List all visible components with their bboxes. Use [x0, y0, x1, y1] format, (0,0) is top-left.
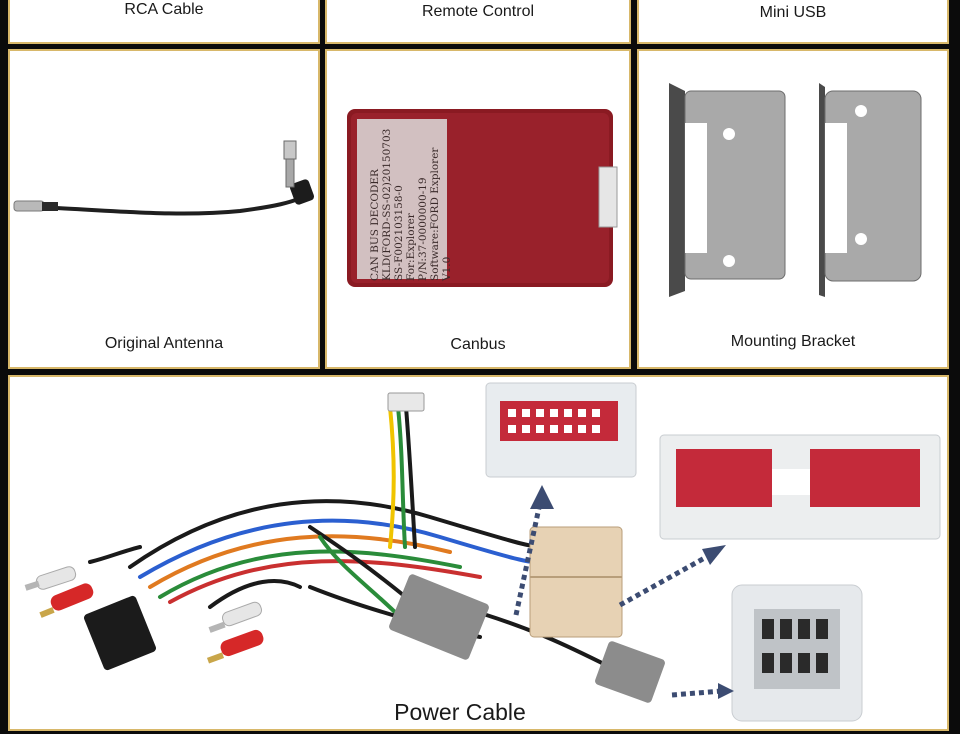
- mounting-bracket-image: [669, 83, 922, 297]
- canbus-label-line5: P/N:37-0000000-19: [417, 177, 429, 281]
- caption-mounting-bracket: Mounting Bracket: [730, 333, 856, 350]
- panel-mini-usb: Mini USB: [637, 0, 949, 44]
- canbus-label-line2: KLD(FORD-SS-02)20150703: [381, 128, 393, 281]
- canbus-label-text: CAN BUS DECODER KLD(FORD-SS-02)20150703 …: [369, 121, 453, 281]
- caption-remote-control: Remote Control: [421, 3, 535, 20]
- canbus-label-line6: Software:FORD Explorer V1.0: [429, 147, 453, 281]
- antenna-cable-image: [13, 140, 315, 216]
- panel-rca-cable: RCA Cable: [8, 0, 320, 44]
- caption-rca-cable: RCA Cable: [124, 1, 204, 18]
- canbus-label-line4: For:Explorer: [405, 213, 417, 281]
- panel-canbus: CAN BUS DECODER KLD(FORD-SS-02)20150703 …: [325, 49, 631, 369]
- power-cable-image: [24, 382, 941, 722]
- panel-mounting-bracket: Mounting Bracket: [637, 49, 949, 369]
- panel-remote-control: Remote Control: [325, 0, 631, 44]
- caption-original-antenna: Original Antenna: [104, 335, 224, 352]
- caption-power-cable: Power Cable: [394, 699, 526, 725]
- canbus-decoder-image: [347, 109, 618, 287]
- caption-canbus: Canbus: [450, 336, 506, 353]
- caption-mini-usb: Mini USB: [759, 4, 827, 21]
- canbus-label-line1: CAN BUS DECODER: [369, 169, 381, 281]
- panel-original-antenna: Original Antenna: [8, 49, 320, 369]
- canbus-label-line3: SS-F002103158-0: [393, 185, 405, 281]
- panel-power-cable: Power Cable: [8, 375, 949, 731]
